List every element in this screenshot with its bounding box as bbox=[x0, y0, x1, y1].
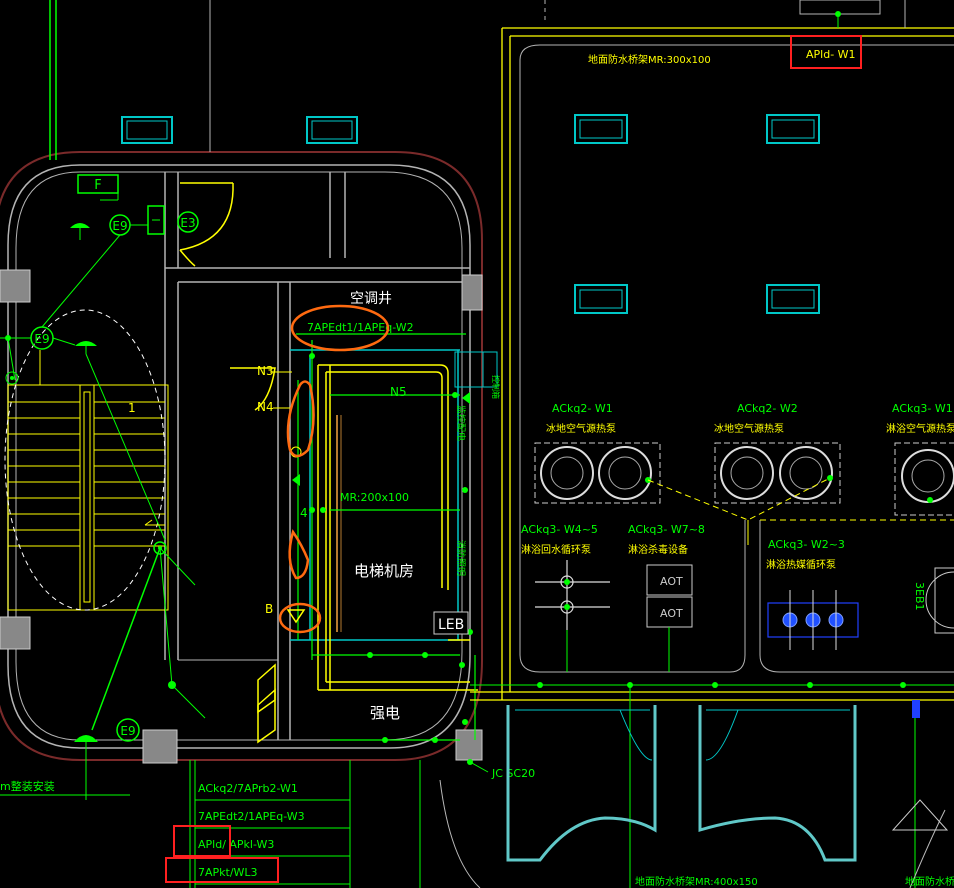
room-walls-right bbox=[470, 27, 954, 701]
label-b: B bbox=[265, 602, 273, 616]
door-symbol bbox=[230, 367, 276, 744]
leb-label: LEB bbox=[438, 617, 464, 633]
ackq2-w1-label: ACkq2- W1 bbox=[552, 402, 613, 415]
apld-w1-label: APld- W1 bbox=[806, 48, 856, 61]
ape-w2-label: 7APEdt1/1APEq-W2 bbox=[307, 321, 414, 334]
mr200-label: MR:200x100 bbox=[340, 491, 409, 504]
elevator-room-label: 电梯机房 bbox=[354, 562, 414, 580]
ackq3-w45-sub: 淋浴回水循环泵 bbox=[521, 543, 591, 556]
inner-room-outline bbox=[519, 44, 954, 673]
ackq3-w23-label: ACkq3- W2~3 bbox=[768, 538, 845, 551]
junction-dots bbox=[309, 353, 473, 765]
fire-pump-label: m整装安装 bbox=[0, 779, 55, 793]
ackq3-w78-sub: 淋浴杀毒设备 bbox=[628, 543, 688, 556]
pump-valves bbox=[789, 590, 837, 650]
ackq3-w78-label: ACkq3- W7~8 bbox=[628, 523, 705, 536]
pump-valve-symbol bbox=[535, 560, 610, 630]
stair-block-outline bbox=[0, 151, 483, 761]
cable-tray-label-bottom: 地面防水桥架MR:400x150 bbox=[635, 875, 758, 888]
highlight-box bbox=[165, 857, 279, 883]
vertical-label-2: 消防照明 bbox=[455, 540, 467, 576]
lamp-e9-mid: E9 bbox=[30, 326, 54, 350]
riser-row-4: 7APkt/WL3 bbox=[198, 866, 258, 879]
strong-elec-label: 强电 bbox=[370, 704, 400, 722]
svg-text:E3: E3 bbox=[180, 216, 195, 230]
ackq2-w1-sub: 冰地空气源热泵 bbox=[546, 422, 616, 435]
air-shaft-label: 空调井 bbox=[350, 291, 392, 307]
window-symbol bbox=[121, 116, 358, 144]
lamp-e9-bottom: E9 bbox=[116, 718, 140, 742]
svg-text:E9: E9 bbox=[112, 219, 127, 233]
shaft-walls bbox=[290, 349, 460, 641]
pit-outlines bbox=[506, 705, 857, 862]
ackq3-w45-label: ACkq3- W4~5 bbox=[521, 523, 598, 536]
lamp-e9-top: E9 bbox=[109, 214, 131, 236]
vertical-label-1: 监控配电 bbox=[455, 405, 467, 441]
annotation-marks bbox=[278, 304, 390, 634]
stair-treads bbox=[7, 350, 169, 611]
elevator-room-walls bbox=[317, 364, 478, 691]
box-label: 控制箱 bbox=[491, 375, 501, 399]
ackq3-w23-sub: 淋浴热媒循环泵 bbox=[766, 558, 836, 571]
svg-text:E9: E9 bbox=[34, 332, 49, 346]
heat-pump-unit bbox=[714, 442, 841, 504]
leb-box bbox=[433, 611, 469, 635]
label-4: 4 bbox=[300, 506, 308, 520]
ackq2-w2-label: ACkq2- W2 bbox=[737, 402, 798, 415]
aot-label-1: AOT bbox=[660, 575, 683, 588]
highlight-box bbox=[790, 35, 862, 69]
cable-tray-label-bottom-2: 地面防水桥架 bbox=[905, 875, 954, 888]
signal-icon bbox=[286, 609, 306, 624]
riser-row-3: APld/ APkl-W3 bbox=[198, 838, 274, 851]
label-n5: N5 bbox=[390, 385, 407, 399]
highlight-box bbox=[173, 825, 231, 857]
svg-text:E9: E9 bbox=[120, 724, 135, 738]
heat-pump-unit bbox=[534, 442, 661, 504]
pit-inner bbox=[515, 709, 850, 761]
fire-box-label: F bbox=[94, 178, 101, 193]
jc-sc20-label: JC SC20 bbox=[491, 767, 535, 780]
lamp-e3: E3 bbox=[177, 211, 199, 233]
wall-lamp-icon bbox=[75, 341, 97, 346]
heat-pump-unit bbox=[894, 442, 954, 516]
wall-lamp-icon bbox=[70, 223, 90, 228]
aot-label-2: AOT bbox=[660, 607, 683, 620]
label-n4: N4 bbox=[257, 400, 274, 414]
ackq3-w1-label: ACkq3- W1 bbox=[892, 402, 953, 415]
riser-row-2: 7APEdt2/1APEq-W3 bbox=[198, 810, 305, 823]
wall-lamp-icon bbox=[74, 735, 98, 742]
stair-number: 1 bbox=[128, 401, 136, 415]
label-n3: N3 bbox=[257, 364, 274, 378]
cable-tray-label-top: 地面防水桥架MR:300x100 bbox=[588, 53, 711, 66]
ackq2-w2-sub: 冰地空气源热泵 bbox=[714, 422, 784, 435]
window-symbol bbox=[574, 114, 820, 314]
stair-dashed-outline bbox=[4, 309, 166, 611]
riser-row-1: ACkq2/7APrb2-W1 bbox=[198, 782, 298, 795]
ackq3-w1-sub: 淋浴空气源热泵 bbox=[886, 422, 954, 435]
riser-lines bbox=[189, 760, 421, 888]
seb-label: 3EB1 bbox=[913, 582, 926, 611]
door-symbol bbox=[179, 182, 234, 267]
column-symbol bbox=[0, 269, 483, 764]
